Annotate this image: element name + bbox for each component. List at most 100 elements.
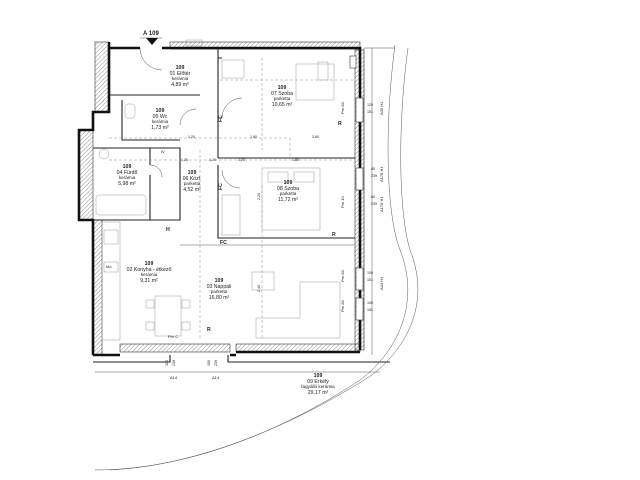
room-08-number: 109 — [284, 180, 293, 186]
marker-r-3: R — [207, 327, 211, 333]
marker-prn-c: Prn C — [168, 334, 178, 339]
room-04-name: 04 Fürdő — [117, 170, 138, 176]
room-label-02: 109 02 Konyha - étkező kerámia 9,31 m² — [127, 261, 172, 284]
room-07-finish: parketta — [274, 96, 291, 101]
marker-prn-3: Prn 84 — [340, 269, 345, 282]
section-marker-top: A 109 — [140, 31, 162, 45]
marker-mo: Mo — [106, 264, 112, 269]
wall-block-w-kitchen — [92, 219, 103, 356]
marker-r-2: R — [332, 232, 336, 238]
marker-r-1: R — [338, 121, 342, 127]
window-e3 — [355, 267, 364, 291]
room-06-number: 109 — [188, 170, 197, 176]
window-tag-a04: A04 H1 — [379, 276, 384, 290]
window-tag-a05: A05 H1 — [379, 101, 384, 115]
room-05-name: 05 Wc — [153, 114, 168, 120]
balcony — [93, 44, 418, 471]
bath-sink — [98, 148, 110, 160]
marker-iv: IV — [161, 149, 165, 154]
room-08-name: 08 Szoba — [277, 186, 299, 192]
interior-walls — [93, 48, 355, 239]
wall-north-east — [109, 46, 362, 350]
kitchen-sink — [103, 261, 119, 273]
marker-prn-1: Prn 84 — [340, 101, 345, 114]
dim-label: 100 — [367, 301, 373, 305]
dim-label: 2,20 — [257, 193, 261, 200]
dim-label: 239 — [371, 202, 377, 206]
bed2-pillow-right — [293, 171, 315, 183]
room-08-finish: parketta — [280, 191, 297, 196]
dim-label: 239 — [371, 174, 377, 178]
bath-tub — [95, 194, 147, 216]
section-marker-label: A 109 — [143, 31, 159, 37]
bed1-nightstand — [317, 61, 329, 81]
entry-door-swing — [139, 47, 163, 71]
room-label-05: 109 05 Wc kerámia 1,73 m² — [151, 108, 169, 131]
wc-door-swing — [179, 108, 197, 126]
kitchen-counter — [101, 221, 121, 341]
marker-fc-3: FC — [220, 240, 227, 246]
bed2-pillow-left — [267, 171, 289, 183]
wall-block-south-left — [119, 343, 231, 353]
room-01-name: 01 Előtér — [170, 71, 191, 77]
marker-h: H — [166, 227, 170, 233]
wall-wc — [121, 100, 180, 141]
outer-walls — [77, 41, 365, 357]
dim-label: 151 — [367, 278, 373, 282]
bed2-double-bed — [261, 167, 321, 231]
dim-label: 3,80 — [312, 135, 319, 139]
bed2-wardrobe — [221, 194, 241, 236]
room-label-08: 109 08 Szoba parketta 11,72 m² — [277, 180, 299, 203]
room-05-finish: kerámia — [152, 119, 169, 124]
window-tags: A14 A14 A05 H1 A178 H1 A178 H1 A04 H1 — [170, 101, 384, 380]
room-07-number: 109 — [278, 85, 287, 91]
section-marker-arrow-icon — [146, 38, 158, 45]
room-07-name: 07 Szoba — [271, 91, 293, 97]
room-02-finish: kerámia — [141, 272, 158, 277]
bed1-wardrobe — [221, 59, 245, 79]
room-09-area: 29,17 m² — [308, 390, 329, 396]
entry-cabinet — [185, 39, 203, 47]
room-05-number: 109 — [156, 108, 165, 114]
kitchen-hob — [103, 229, 119, 245]
room-04-area: 5,98 m² — [118, 181, 136, 187]
room-09-finish: fagyálló kerámia — [301, 384, 335, 389]
room-label-04: 109 04 Fürdő kerámia 5,98 m² — [117, 164, 138, 187]
window-tag-a14-right: A14 — [212, 375, 220, 380]
room-08-area: 11,72 m² — [278, 197, 298, 203]
wall-block-w-bath — [78, 129, 94, 221]
room-label-03: 109 03 Nappali parketta 16,80 m² — [207, 278, 232, 301]
room-04-number: 109 — [123, 164, 132, 170]
living-coffee-table — [251, 271, 275, 291]
windows-east — [349, 55, 364, 321]
room-05-area: 1,73 m² — [151, 125, 169, 131]
room-01-area: 4,89 m² — [171, 82, 189, 88]
room-04-finish: kerámia — [119, 175, 136, 180]
dim-label: 100 — [207, 360, 211, 366]
room-06-finish: parketta — [184, 181, 201, 186]
window-e1 — [355, 97, 364, 123]
balcony-east-rail — [363, 48, 373, 355]
dim-label: 120 — [367, 103, 373, 107]
markers: FC FC FC R R R H IV Mo Prn 84 Prn 10 Prn… — [106, 101, 345, 339]
dim-label: 1,20 — [209, 158, 216, 162]
balcony-parapet — [93, 355, 390, 363]
dining-chair-3 — [181, 299, 191, 309]
marker-fc-2: FC — [218, 183, 224, 190]
room-label-07: 109 07 Szoba parketta 10,65 m² — [271, 85, 293, 108]
room-06-name: 06 Közl. — [183, 176, 202, 182]
dim-label: 1,80 — [250, 135, 257, 139]
room-01-number: 109 — [176, 65, 185, 71]
dining-chair-2 — [145, 321, 155, 331]
window-tag-a178-1: A178 H1 — [379, 166, 384, 182]
dim-label: 80 — [371, 195, 375, 199]
axis-lines — [109, 58, 355, 340]
room-06-area: 4,52 m² — [183, 187, 201, 193]
bath-door-swing — [149, 164, 163, 178]
marker-fc-1: FC — [218, 115, 224, 122]
room-07-area: 10,65 m² — [272, 102, 293, 108]
dim-label: 1,20 — [188, 135, 195, 139]
bed1-door-swing — [221, 97, 243, 119]
dim-label: 151 — [367, 308, 373, 312]
wall-block-nw — [94, 41, 110, 113]
